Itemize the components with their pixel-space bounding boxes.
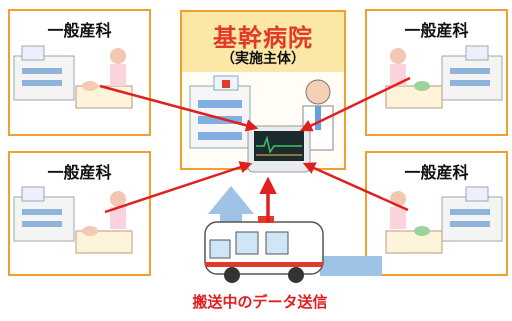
hub-subtitle: （実施主体） — [221, 51, 305, 67]
hub-header — [182, 12, 344, 72]
clinic-illustration-tr — [385, 45, 503, 109]
clinic-illustration-bl — [13, 186, 133, 254]
transport-data-caption: 搬送中のデータ送信 — [192, 293, 328, 311]
monitor-icon — [247, 125, 311, 173]
clinic-label: 一般産科 — [47, 21, 112, 40]
clinic-label: 一般産科 — [47, 163, 112, 182]
clinic-label: 一般産科 — [404, 21, 469, 40]
hub-hospital-building — [189, 75, 251, 149]
ambulance-icon — [204, 216, 324, 283]
data-arrows — [99, 76, 411, 222]
clinic-illustration-tl — [13, 45, 133, 109]
hub-title: 基幹病院 — [213, 24, 313, 52]
clinic-illustration-br — [385, 186, 503, 254]
clinic-label: 一般産科 — [404, 163, 469, 182]
